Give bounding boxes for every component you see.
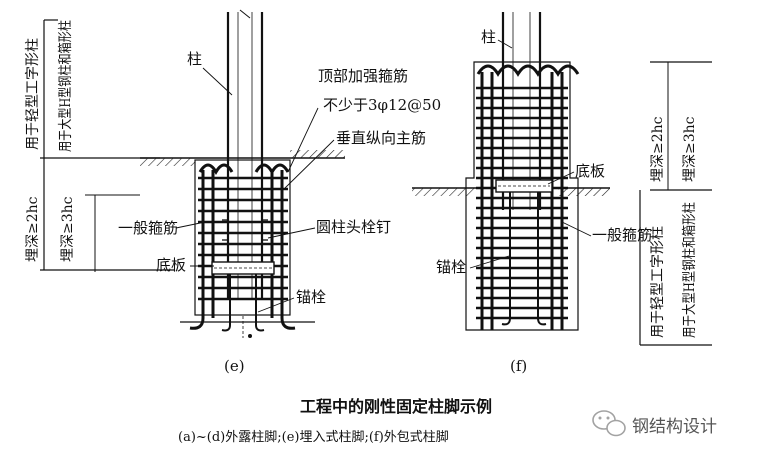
concrete-pier-e [194,159,291,316]
vertical-rebar-label: 垂直纵向主筋 [336,129,426,147]
top-stirrup-label-2: 不少于3φ12@50 [323,96,441,114]
wechat-icon [592,410,626,437]
right-bottom-inner-label: 用于大型H型钢柱和箱形柱 [682,202,698,338]
figure-caption-subtitle: (a)~(d)外露柱脚;(e)埋入式柱脚;(f)外包式柱脚 [178,429,449,445]
concrete-encasement-f [465,61,579,331]
right-dimension-strip: 埋深≥2hc 埋深≥3hc 用于轻型工字形柱 用于大型H型钢柱和箱形柱 [639,61,712,346]
base-plate-label-e: 底板 [156,256,186,274]
column-label-e: 柱 [187,50,202,68]
left-top-inner-label-1: 用于大型H型钢柱和箱形柱 [58,20,74,152]
base-plate-e [211,261,275,275]
stirrup-label-e: 一般箍筋 [118,219,178,237]
watermark: 钢结构设计 [592,410,717,437]
right-top-inner-label: 埋深≥3hc [682,116,698,182]
base-plate-label-f: 底板 [575,162,605,180]
figure-caption-title: 工程中的刚性固定柱脚示例 [300,397,492,416]
ground-hatch-right [290,150,345,158]
stirrup-label-f: 一般箍筋 [592,226,652,244]
anchor-label-e: 锚栓 [296,288,326,306]
diagram-f-label: (f) [510,357,527,375]
watermark-text: 钢结构设计 [632,417,717,437]
diagram-e-embedded-base: 柱 顶部加强箍筋 不少于3φ12@50 垂直纵向主筋 一般箍筋 圆柱头栓钉 底板… [118,9,441,375]
left-dimension-strip: 用于轻型工字形柱 用于大型H型钢柱和箱形柱 埋深≥2hc 埋深≥3hc [25,19,175,272]
right-bottom-outer-label: 用于轻型工字形柱 [650,226,666,338]
left-top-outer-label: 用于轻型工字形柱 [25,38,41,150]
ground-hatch-left [140,158,195,166]
diagram-e-label: (e) [224,357,245,375]
stud-label: 圆柱头栓钉 [316,218,391,236]
anchor-label-f: 锚栓 [436,258,466,276]
left-bottom-inner-label: 埋深≥3hc [60,196,76,262]
diagram-f-encased-base: 柱 底板 一般箍筋 锚栓 (f) [412,12,652,375]
left-bottom-outer-label: 埋深≥2hc [25,196,41,262]
column-label-f: 柱 [481,28,496,46]
right-top-outer-label: 埋深≥2hc [650,116,666,182]
top-stirrup-label-1: 顶部加强箍筋 [318,67,408,85]
